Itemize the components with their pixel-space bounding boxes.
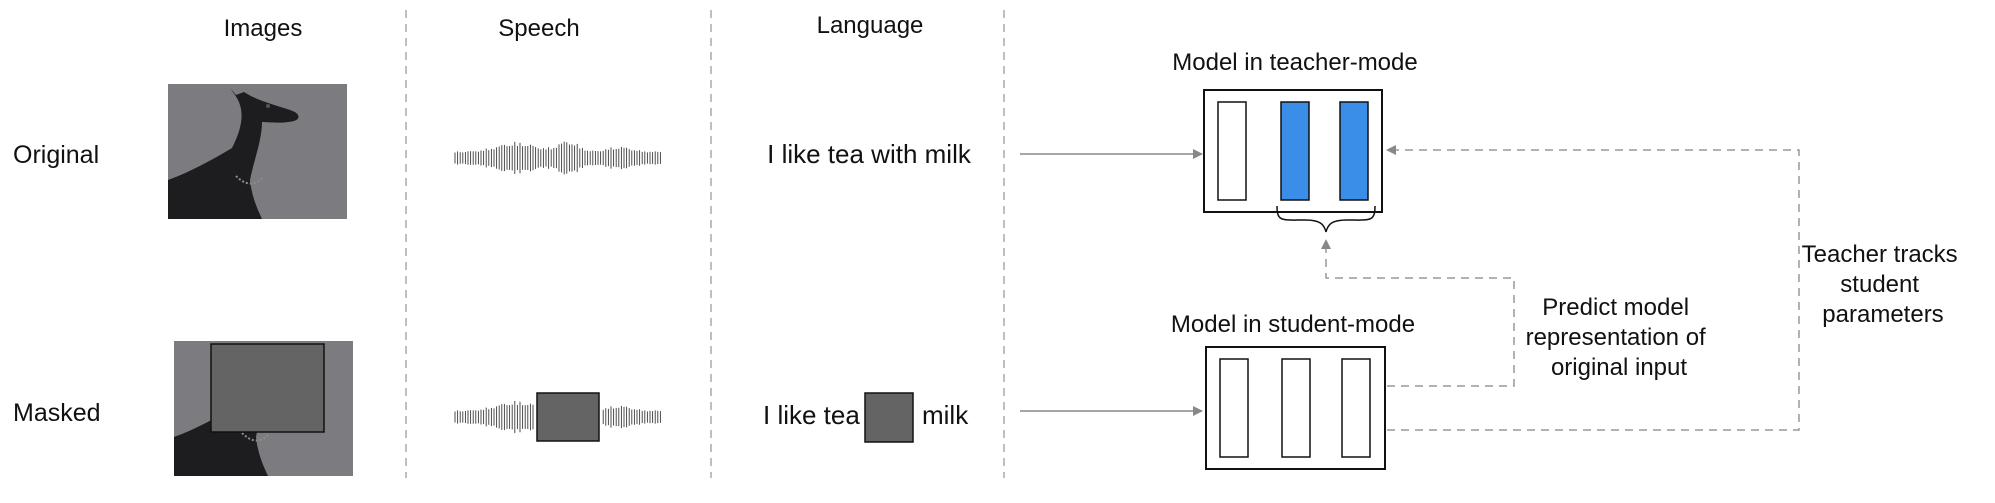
student-layer-3: [1341, 358, 1371, 458]
teacher-layer-3: [1339, 101, 1369, 201]
teacher-layer-2: [1280, 101, 1310, 201]
waveform-icon: [454, 141, 661, 175]
tracks-note: Teacher tracks student parameters: [1802, 241, 1965, 328]
student-layer-1: [1219, 358, 1249, 458]
masked-sentence-end: milk: [922, 400, 969, 430]
tracks-arrow: [1386, 145, 1800, 431]
mask-block-icon: [864, 392, 914, 443]
original-sentence: I like tea with milk: [767, 139, 972, 169]
masked-sentence-start: I like tea: [763, 400, 860, 430]
teacher-layer-1: [1217, 101, 1247, 201]
tracks-note-line-2: student: [1840, 271, 1919, 298]
student-layer-2: [1281, 358, 1311, 458]
student-model: [1205, 346, 1386, 470]
waveform-icon: [454, 400, 661, 434]
teacher-model-title: Model in teacher-mode: [1172, 49, 1417, 76]
teacher-brace: [1276, 205, 1376, 233]
tracks-note-line-1: Teacher tracks: [1802, 241, 1958, 268]
student-model-title: Model in student-mode: [1171, 311, 1415, 338]
speech-mask-block: [536, 392, 600, 442]
predict-arrow: [1321, 239, 1515, 387]
predict-note-line-3: original input: [1551, 354, 1687, 381]
column-heading-speech: Speech: [498, 15, 579, 42]
predict-note-line-2: representation of: [1526, 324, 1706, 351]
predict-note: Predict model representation of original…: [1526, 294, 1713, 381]
column-heading-language: Language: [817, 12, 924, 39]
tracks-note-line-3: parameters: [1822, 301, 1943, 328]
predict-note-line-1: Predict model: [1542, 294, 1689, 321]
column-heading-images: Images: [224, 15, 303, 42]
teacher-model: [1203, 89, 1383, 213]
row-label-original: Original: [13, 141, 99, 169]
dog-photo-icon: [168, 84, 347, 219]
image-mask-block: [210, 343, 325, 433]
row-label-masked: Masked: [13, 399, 101, 427]
